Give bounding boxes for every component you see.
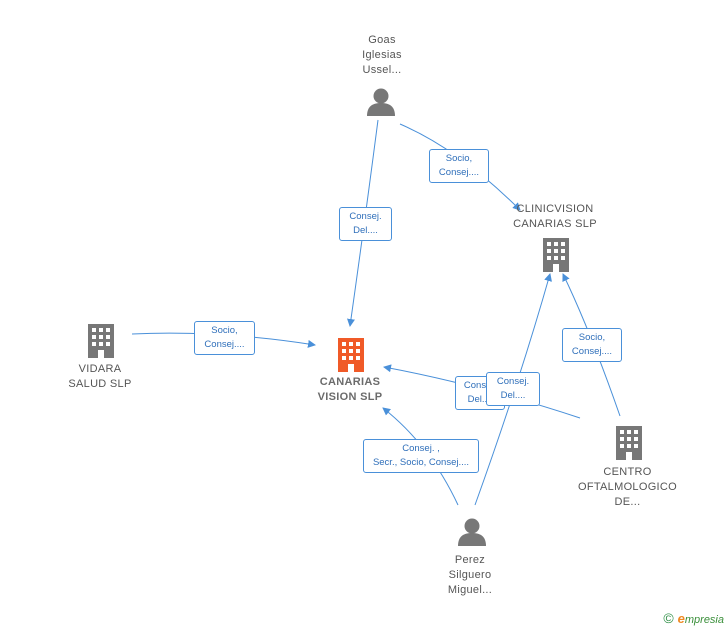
node-label-canarias[interactable]: CANARIAS VISION SLP	[317, 376, 383, 403]
building-icon[interactable]	[616, 426, 642, 460]
brand-logo-text: mpresia	[684, 614, 724, 626]
node-label-clinicvision[interactable]: CLINICVISION CANARIAS SLP	[513, 203, 597, 230]
node-label-goas[interactable]: Goas Iglesias Ussel...	[362, 34, 402, 76]
building-icon[interactable]	[338, 338, 364, 372]
edge-label-centro-clinicvision[interactable]: Socio, Consej....	[562, 328, 622, 362]
brand-logo-initial: e	[677, 611, 685, 626]
copyright-icon: ©	[663, 610, 674, 626]
edge-label-perez-canarias[interactable]: Consej. , Secr., Socio, Consej....	[363, 439, 479, 473]
node-label-centro[interactable]: CENTRO OFTALMOLOGICO DE...	[577, 466, 678, 508]
building-icon[interactable]	[88, 324, 114, 358]
person-icon[interactable]	[367, 88, 395, 117]
edge-label-goas-clinicvision[interactable]: Socio, Consej....	[429, 149, 489, 183]
edge-label-vidara-canarias[interactable]: Socio, Consej....	[194, 321, 255, 355]
brand-footer: ©empresia	[663, 610, 724, 626]
node-label-vidara[interactable]: VIDARA SALUD SLP	[68, 363, 132, 390]
person-icon[interactable]	[458, 518, 486, 547]
edge-label-goas-canarias[interactable]: Consej. Del....	[339, 207, 392, 241]
node-label-perez[interactable]: Perez Silguero Miguel...	[447, 554, 493, 596]
edge-label-perez-clinicvision[interactable]: Consej. Del....	[486, 372, 540, 406]
building-icon[interactable]	[543, 238, 569, 272]
